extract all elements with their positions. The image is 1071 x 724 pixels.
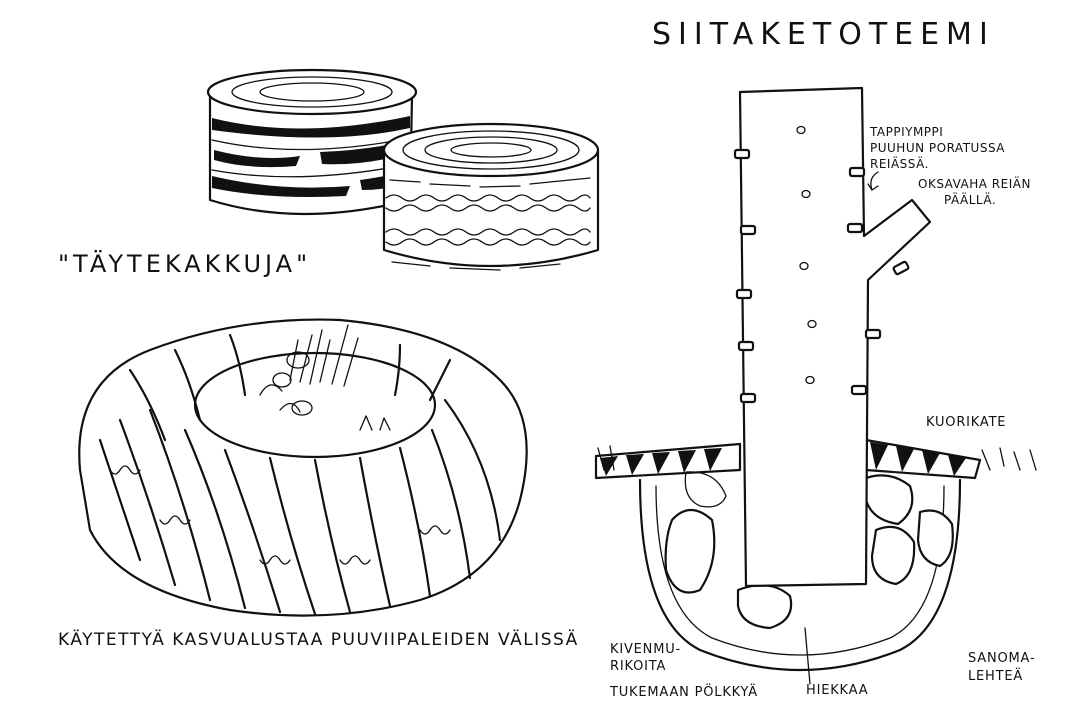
mushroom-ring-sketch (79, 320, 526, 616)
bark-mulch-label: KUORIKATE (926, 415, 1006, 430)
stones-label-line-2: RIKOITA (610, 659, 666, 674)
plug-note-line-2: PUUHUN PORATUSSA (870, 141, 1005, 155)
cakes-label: "TÄYTEKAKKUJA" (58, 249, 311, 278)
diagram-title: SIITAKETOTEEMI (652, 17, 995, 52)
layer-cake-stack-right (384, 124, 598, 270)
newspaper-label-line-1: SANOMA- (968, 651, 1035, 666)
stones-label-line-3: TUKEMAAN PÖLKKYÄ (609, 683, 758, 700)
wax-note-line-1: OKSAVAHA REIÄN (918, 176, 1031, 191)
newspaper-label-line-2: LEHTEÄ (968, 668, 1023, 684)
wax-note-line-2: PÄÄLLÄ. (944, 192, 996, 207)
plug-note-line-1: TAPPIYMPPI (869, 125, 943, 139)
ring-caption: KÄYTETTYÄ KASVUALUSTAA PUUVIIPALEIDEN VÄ… (58, 629, 579, 650)
plug-note-line-3: REIÄSSÄ. (870, 156, 929, 171)
sand-label: HIEKKAA (806, 683, 868, 698)
stones-label-line-1: KIVENMU- (610, 642, 681, 657)
